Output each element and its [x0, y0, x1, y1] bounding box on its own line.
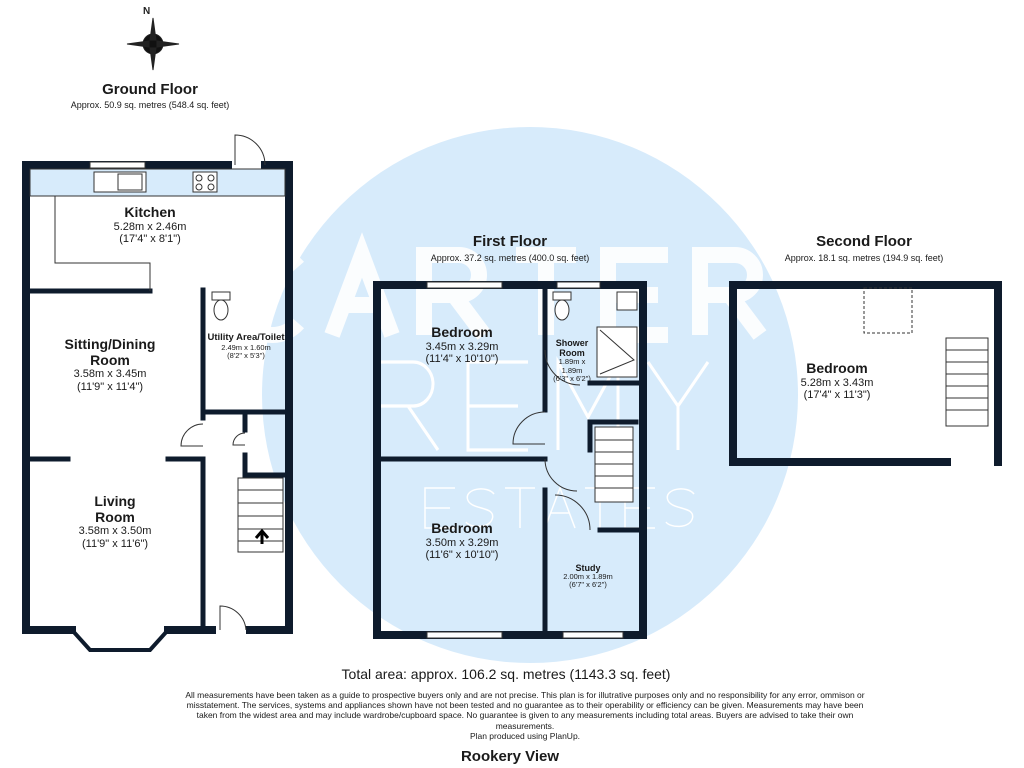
- room-utility: Utility Area/Toilet 2.49m x 1.60m (8'2" …: [206, 332, 286, 361]
- room-imperial: (11'6" x 10'10"): [425, 548, 499, 561]
- room-imperial: (6'3" x 6'2"): [553, 373, 591, 383]
- room-name: Kitchen: [124, 204, 176, 220]
- room-study: Study 2.00m x 1.89m (6'7" x 6'2"): [563, 563, 613, 590]
- room-name: Study: [575, 563, 601, 573]
- ground-floor-title: Ground Floor: [102, 81, 198, 98]
- room-bedroom-1: Bedroom 3.45m x 3.29m (11'4" x 10'10"): [425, 324, 499, 365]
- room-metric: 5.28m x 3.43m: [800, 376, 874, 389]
- room-name: Living Room: [94, 493, 136, 525]
- room-metric: 3.58m x 3.50m: [78, 525, 152, 538]
- fixtures: [29, 134, 989, 652]
- compass-north-label: N: [143, 6, 150, 17]
- first-floor-area: Approx. 37.2 sq. metres (400.0 sq. feet): [430, 253, 590, 263]
- ground-floor-area: Approx. 50.9 sq. metres (548.4 sq. feet): [70, 100, 230, 110]
- second-floor-area: Approx. 18.1 sq. metres (194.9 sq. feet): [784, 253, 944, 263]
- room-imperial: (17'4" x 8'1"): [119, 232, 181, 245]
- credit-text: Plan produced using PlanUp.: [469, 730, 581, 741]
- room-name: Shower Room: [555, 338, 589, 359]
- room-imperial: (8'2" x 5'3"): [227, 351, 265, 361]
- walls: [22, 161, 1002, 639]
- disclaimer-text: All measurements have been taken as a gu…: [185, 690, 865, 731]
- total-area: Total area: approx. 106.2 sq. metres (11…: [341, 666, 671, 682]
- room-imperial: (11'9" x 11'4"): [76, 380, 144, 393]
- room-metric: 3.58m x 3.45m: [73, 368, 147, 381]
- room-shower: Shower Room 1.89m x 1.89m (6'3" x 6'2"): [549, 338, 595, 383]
- watermark-circle: [262, 127, 798, 663]
- room-sitting-dining: Sitting/Dining Room 3.58m x 3.45m (11'9"…: [50, 336, 170, 393]
- room-metric: 3.50m x 3.29m: [425, 536, 499, 549]
- room-name: Bedroom: [431, 324, 493, 340]
- room-bedroom-2: Bedroom 3.50m x 3.29m (11'6" x 10'10"): [425, 520, 499, 561]
- room-living: Living Room 3.58m x 3.50m (11'9" x 11'6"…: [75, 493, 155, 550]
- property-name: Rookery View: [460, 748, 560, 765]
- room-metric: 2.49m x 1.60m: [221, 342, 271, 352]
- disclaimer: All measurements have been taken as a gu…: [180, 690, 870, 741]
- room-imperial: (17'4" x 11'3"): [803, 388, 871, 401]
- compass-icon: [126, 17, 180, 71]
- room-kitchen: Kitchen 5.28m x 2.46m (17'4" x 8'1"): [95, 204, 205, 245]
- second-floor-title: Second Floor: [816, 233, 912, 250]
- room-name: Bedroom: [431, 520, 493, 536]
- room-name: Bedroom: [806, 360, 868, 376]
- room-metric: 5.28m x 2.46m: [113, 220, 187, 233]
- room-metric: 3.45m x 3.29m: [425, 340, 499, 353]
- room-imperial: (11'4" x 10'10"): [425, 352, 499, 365]
- room-metric: 2.00m x 1.89m: [563, 572, 613, 582]
- room-name: Sitting/Dining Room: [64, 336, 156, 368]
- room-metric: 1.89m x 1.89m: [558, 357, 586, 375]
- room-imperial: (6'7" x 6'2"): [569, 580, 607, 590]
- watermark-remy: [376, 356, 710, 452]
- room-bedroom-3: Bedroom 5.28m x 3.43m (17'4" x 11'3"): [800, 360, 874, 401]
- room-name: Utility Area/Toilet: [207, 332, 285, 343]
- first-floor-title: First Floor: [472, 233, 548, 250]
- room-imperial: (11'9" x 11'6"): [81, 537, 149, 550]
